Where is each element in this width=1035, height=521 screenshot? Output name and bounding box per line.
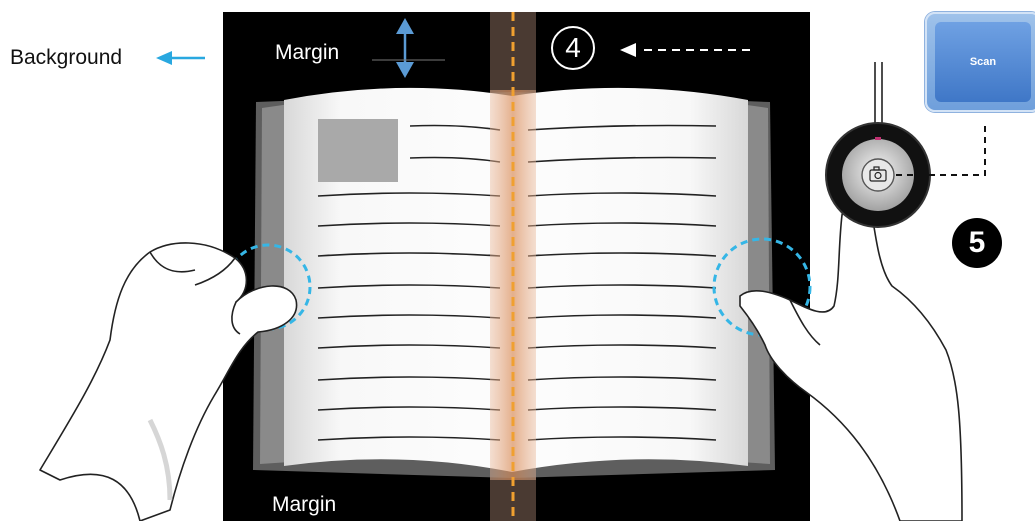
step-4-badge: 4	[551, 26, 595, 70]
scan-pedal-button[interactable]	[862, 159, 894, 191]
right-page	[512, 88, 748, 472]
scan-button-label[interactable]: Scan	[935, 22, 1031, 102]
scan-button[interactable]: Scan	[925, 12, 1035, 112]
margin-bottom-label: Margin	[272, 493, 336, 517]
background-label: Background	[10, 46, 122, 70]
arrow-left-icon	[156, 51, 205, 65]
step-5-badge: 5	[952, 218, 1002, 268]
scan-pedal-led	[875, 137, 881, 140]
page-image-placeholder	[318, 119, 398, 182]
margin-top-label: Margin	[275, 41, 339, 65]
